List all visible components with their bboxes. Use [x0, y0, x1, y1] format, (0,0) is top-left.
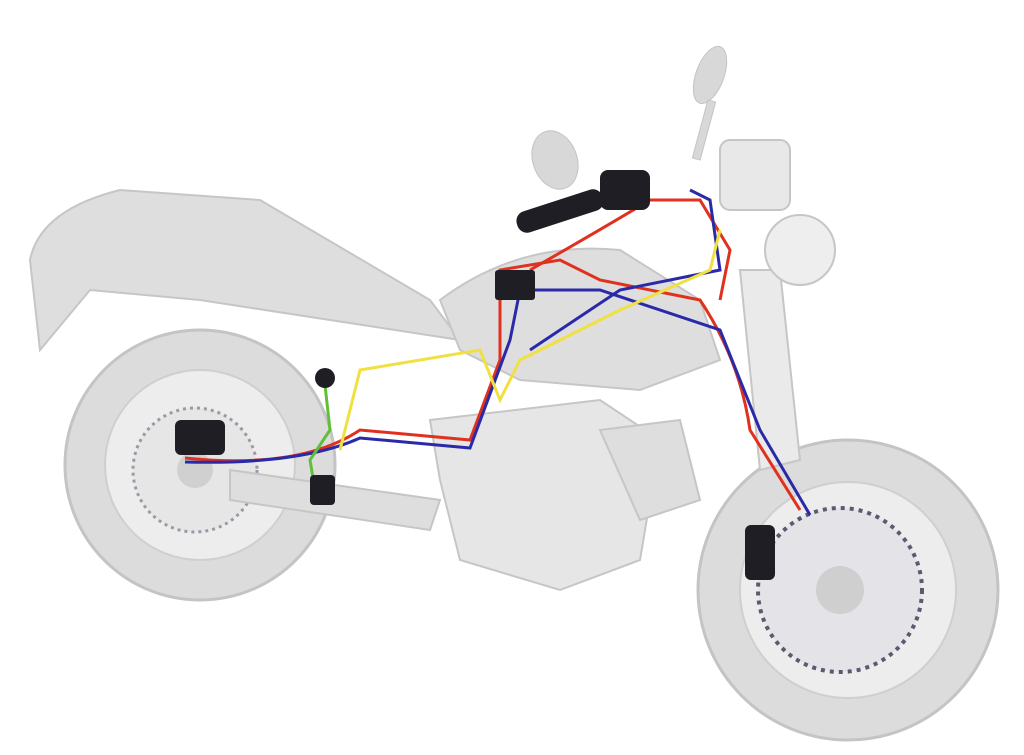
brake-lines [184, 188, 812, 516]
front-caliper [745, 525, 775, 580]
line-red-upper [529, 198, 732, 301]
line-green [308, 384, 332, 491]
handlebar-grip [516, 189, 604, 233]
abs-modulator [495, 270, 535, 300]
headlight [764, 214, 836, 286]
line-blue-upper [529, 188, 722, 352]
handlebar-switch [600, 170, 650, 210]
mirrors [531, 45, 728, 190]
rear-master-cylinder [310, 475, 335, 505]
instrument-cluster [719, 139, 791, 211]
rear-reservoir [315, 368, 335, 388]
front-wheel [696, 438, 1000, 742]
brake-components [175, 170, 775, 580]
rear-wheel [63, 328, 337, 602]
line-blue [184, 288, 812, 516]
line-yellow [338, 229, 722, 451]
rear-caliper [175, 420, 225, 455]
